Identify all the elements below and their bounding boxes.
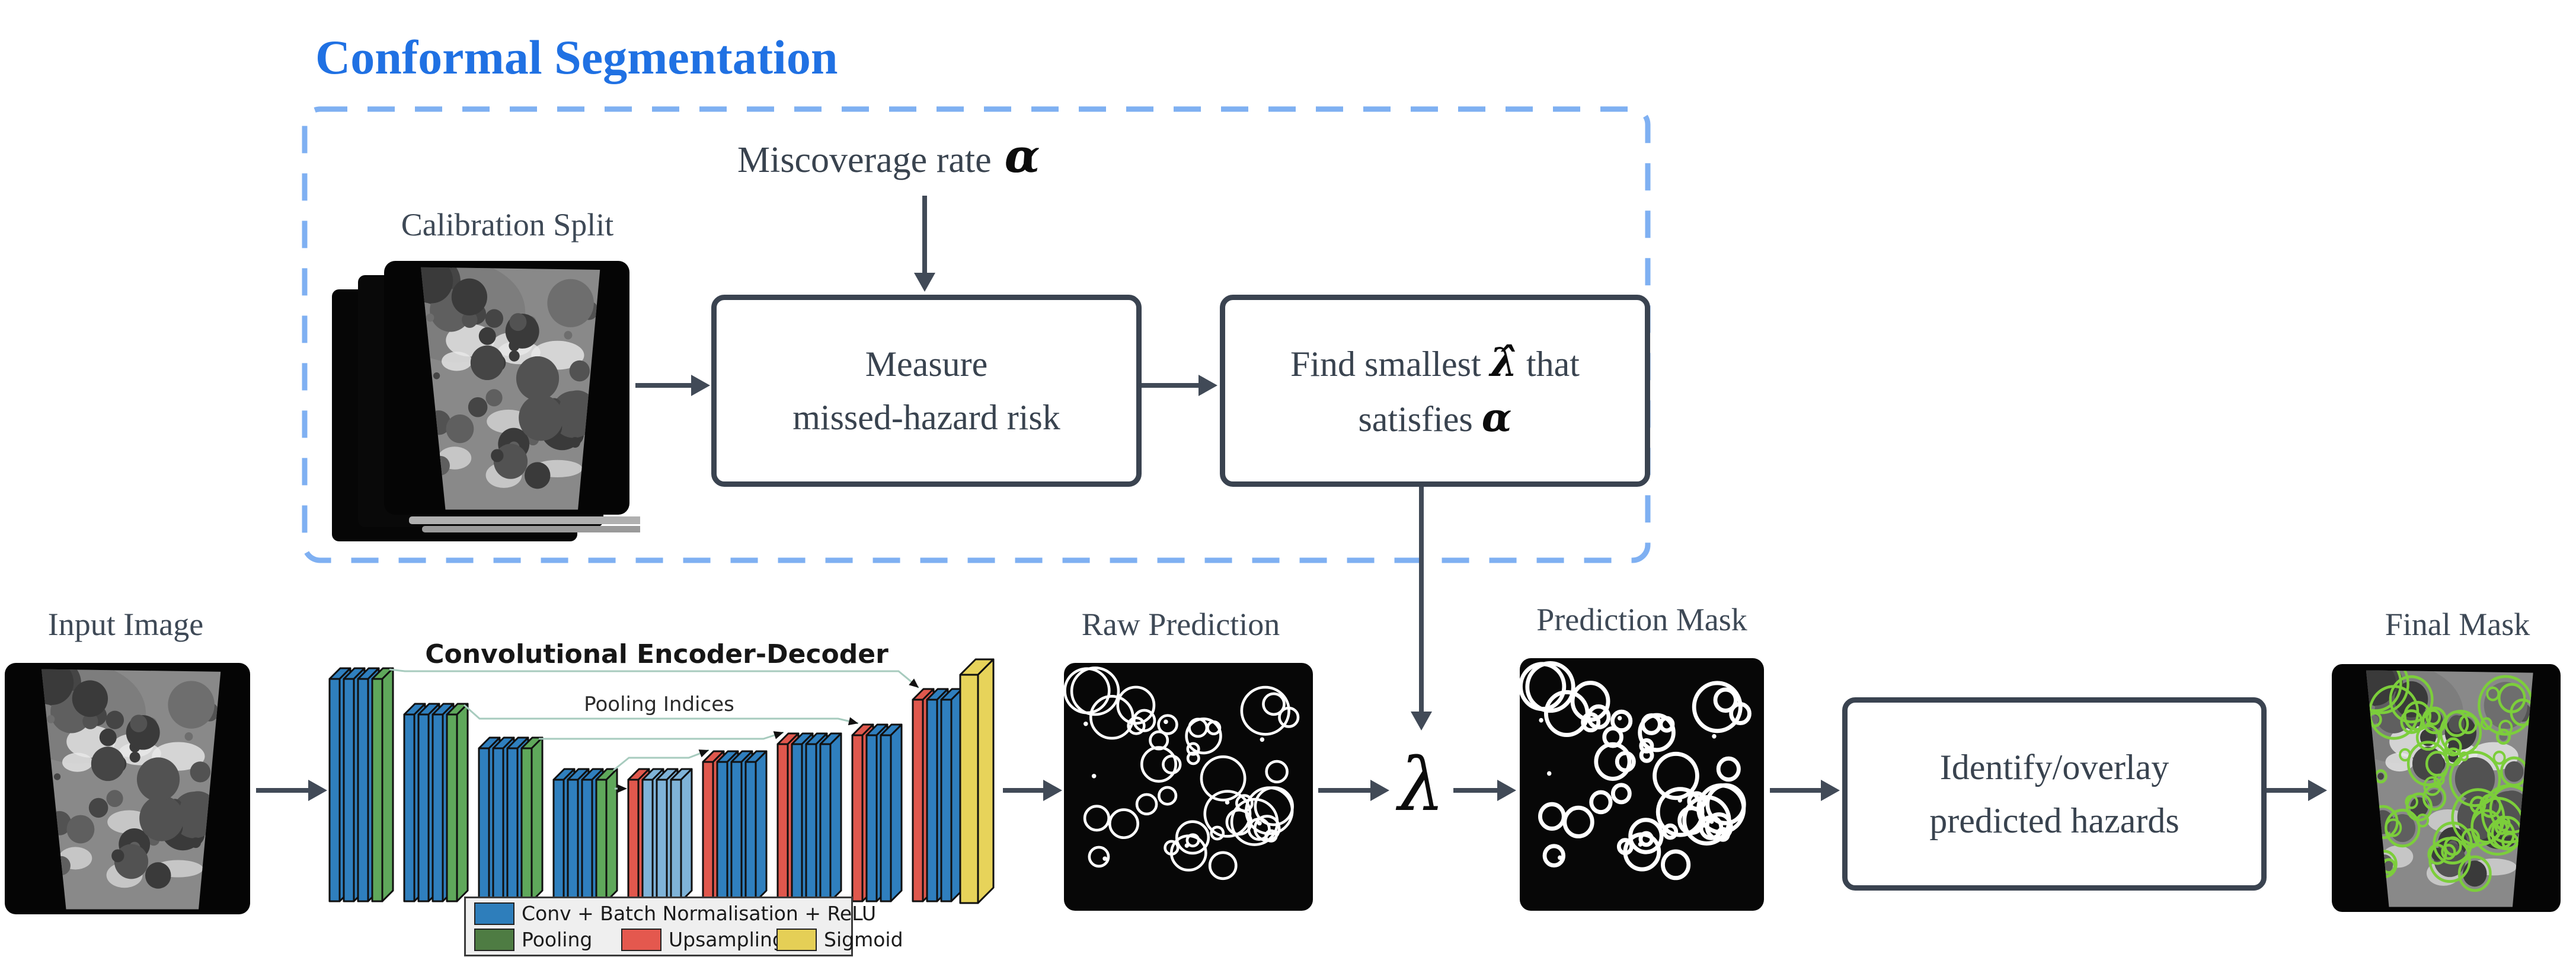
alpha-symbol-box: α bbox=[1481, 394, 1512, 441]
identify-overlay-box: Identify/overlay predicted hazards bbox=[1842, 697, 2267, 891]
mask-circles bbox=[1064, 666, 1300, 881]
pooling-indices-label: Pooling Indices bbox=[584, 693, 734, 716]
arrow-stack-to-measure bbox=[635, 375, 710, 396]
conv-swatch bbox=[474, 902, 514, 925]
stack-photo-sliver-2 bbox=[422, 526, 640, 532]
final-mask-image bbox=[2332, 664, 2561, 912]
measure-risk-line1: Measure bbox=[865, 344, 988, 384]
arrow-network-to-raw bbox=[1003, 780, 1062, 801]
arrow-input-to-network bbox=[256, 780, 327, 801]
stack-card-middle bbox=[358, 275, 603, 527]
prediction-mask-image bbox=[1520, 658, 1764, 911]
moon-surface bbox=[2366, 670, 2533, 907]
upsampling-swatch bbox=[621, 928, 661, 951]
arrow-identify-to-final bbox=[2257, 780, 2327, 801]
hazard-overlay-circles bbox=[2366, 670, 2533, 892]
arrow-alpha-down bbox=[914, 196, 935, 292]
miscoverage-label: Miscoverage rate bbox=[737, 140, 992, 180]
satisfies-text: satisfies bbox=[1358, 400, 1473, 439]
stack-photo-sliver-1 bbox=[409, 516, 640, 524]
raw-prediction-image bbox=[1064, 663, 1313, 911]
sigmoid-swatch bbox=[776, 928, 817, 951]
arrow-lambda-to-mask bbox=[1453, 780, 1516, 801]
arrow-find-to-lambda bbox=[1411, 478, 1432, 730]
prediction-mask-label: Prediction Mask bbox=[1536, 602, 1747, 637]
legend-row-conv: Conv + Batch Normalisation + ReLU bbox=[474, 902, 876, 925]
measure-risk-box: Measure missed-hazard risk bbox=[711, 295, 1142, 487]
stack-card-back bbox=[332, 289, 577, 541]
upsampling-legend-label: Upsampling bbox=[669, 928, 785, 951]
miscoverage-label-row: Miscoverage rate α bbox=[737, 129, 1040, 183]
calibration-moon-image bbox=[384, 261, 629, 515]
calibration-image-stack bbox=[332, 261, 640, 541]
find-lambda-box: Find smallest λ̂ that satisfies α bbox=[1220, 295, 1650, 487]
alpha-symbol: α bbox=[1004, 129, 1040, 183]
arrow-measure-to-find bbox=[1133, 375, 1217, 396]
find-lambda-line2: satisfies α bbox=[1358, 391, 1511, 446]
lambda-hat-symbol: λ̂ bbox=[1490, 339, 1517, 385]
legend-row-upsampling: Upsampling bbox=[621, 928, 785, 951]
network-legend: Conv + Batch Normalisation + ReLU Poolin… bbox=[464, 897, 903, 956]
pooling-indices-lines bbox=[389, 668, 919, 793]
raw-prediction-label: Raw Prediction bbox=[1081, 607, 1280, 642]
mask-circles bbox=[1520, 661, 1752, 881]
moon-surface bbox=[41, 669, 221, 910]
identify-line1: Identify/overlay bbox=[1939, 748, 2169, 787]
moon-surface bbox=[421, 267, 600, 510]
find-lambda-line1: Find smallest λ̂ that bbox=[1290, 336, 1580, 391]
input-image-label: Input Image bbox=[47, 607, 204, 642]
sigmoid-legend-label: Sigmoid bbox=[824, 928, 903, 951]
measure-risk-line2: missed-hazard risk bbox=[792, 398, 1060, 437]
conv-legend-label: Conv + Batch Normalisation + ReLU bbox=[522, 902, 877, 925]
legend-row-pooling: Pooling bbox=[474, 928, 592, 951]
arrow-raw-to-lambda bbox=[1318, 780, 1389, 801]
legend-row-sigmoid: Sigmoid bbox=[776, 928, 903, 951]
input-moon-image bbox=[5, 663, 250, 914]
arrow-mask-to-identify bbox=[1770, 780, 1840, 801]
page-title: Conformal Segmentation bbox=[315, 30, 838, 84]
pooling-legend-label: Pooling bbox=[522, 928, 593, 951]
pooling-swatch bbox=[474, 928, 514, 951]
find-lambda-pre: Find smallest bbox=[1290, 344, 1481, 384]
final-mask-label: Final Mask bbox=[2385, 607, 2530, 642]
calibration-split-label: Calibration Split bbox=[401, 207, 614, 243]
find-lambda-post: that bbox=[1526, 344, 1580, 384]
identify-line2: predicted hazards bbox=[1929, 801, 2179, 840]
lambda-symbol: λ bbox=[1398, 742, 1445, 828]
network-title: Convolutional Encoder-Decoder bbox=[425, 639, 889, 669]
